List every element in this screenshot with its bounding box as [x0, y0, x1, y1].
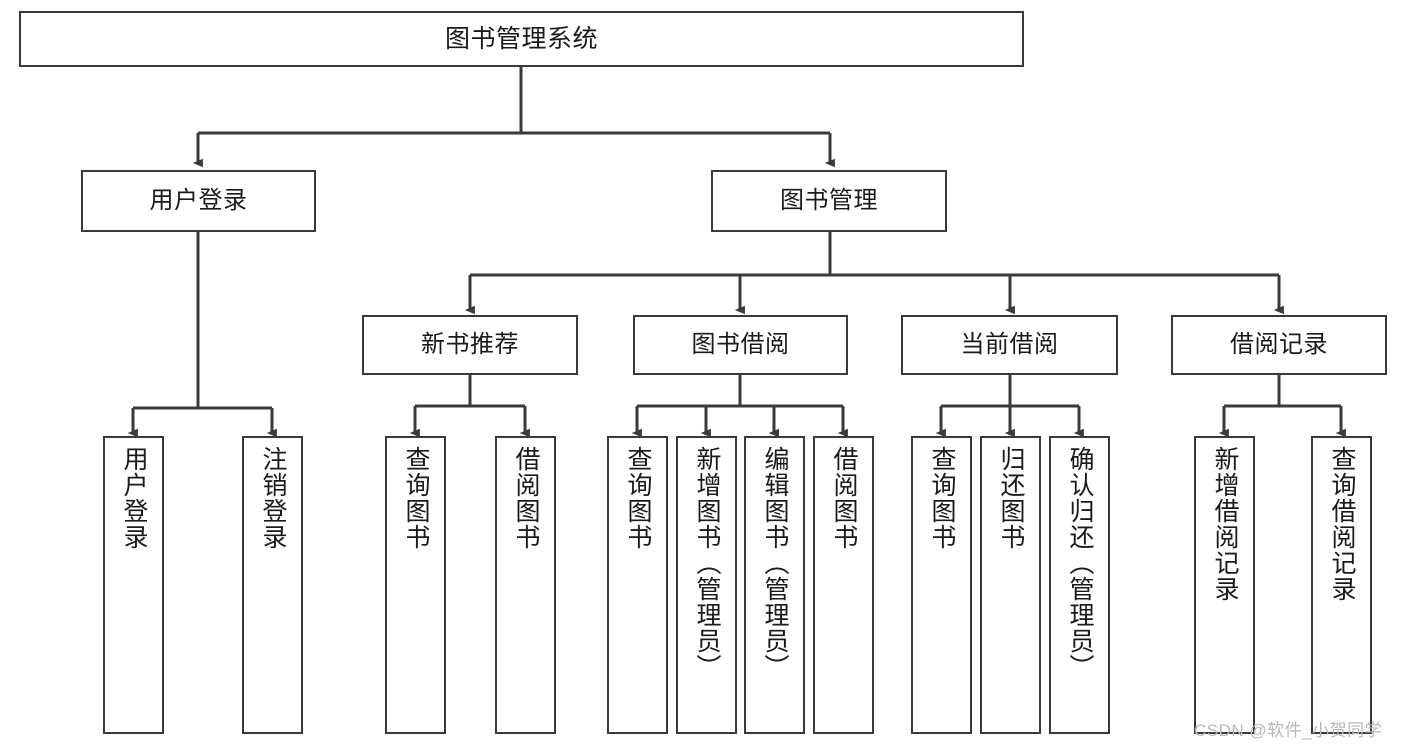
node-leaf-user-logout[interactable]: 注销登录	[242, 436, 303, 734]
node-current-borrow-label: 当前借阅	[960, 331, 1059, 358]
node-book-manage[interactable]: 图书管理	[711, 170, 947, 232]
node-leaf-borrow-book-1[interactable]: 借阅图书	[495, 436, 556, 734]
node-leaf-query-book-3-label: 查询图书	[928, 446, 956, 550]
node-leaf-edit-book[interactable]: 编辑图书（管理员）	[744, 436, 805, 734]
node-current-borrow[interactable]: 当前借阅	[901, 315, 1118, 375]
node-root[interactable]: 图书管理系统	[19, 11, 1024, 67]
node-leaf-query-book-1-label: 查询图书	[402, 446, 430, 550]
node-leaf-query-record[interactable]: 查询借阅记录	[1311, 436, 1372, 734]
node-leaf-return-book[interactable]: 归还图书	[980, 436, 1041, 734]
node-leaf-user-logout-label: 注销登录	[259, 446, 287, 550]
node-leaf-add-book-label: 新增图书（管理员）	[693, 446, 721, 680]
node-leaf-borrow-book-2[interactable]: 借阅图书	[813, 436, 874, 734]
node-user-login-label: 用户登录	[149, 187, 248, 214]
node-leaf-query-book-2-label: 查询图书	[624, 446, 652, 550]
node-leaf-query-book-2[interactable]: 查询图书	[607, 436, 668, 734]
node-leaf-confirm-return-label: 确认归还（管理员）	[1066, 446, 1094, 680]
node-book-borrow-label: 图书借阅	[691, 331, 790, 358]
node-new-book-rec[interactable]: 新书推荐	[362, 315, 578, 375]
node-leaf-return-book-label: 归还图书	[997, 446, 1025, 550]
node-borrow-record-label: 借阅记录	[1230, 331, 1328, 358]
node-leaf-edit-book-label: 编辑图书（管理员）	[761, 446, 789, 680]
csdn-watermark: CSDN @软件_小贺同学	[1194, 721, 1383, 740]
node-book-borrow[interactable]: 图书借阅	[633, 315, 848, 375]
node-leaf-confirm-return[interactable]: 确认归还（管理员）	[1049, 436, 1110, 734]
node-leaf-query-record-label: 查询借阅记录	[1328, 446, 1356, 602]
node-leaf-user-login[interactable]: 用户登录	[103, 436, 164, 734]
node-root-label: 图书管理系统	[444, 24, 598, 53]
node-leaf-add-book[interactable]: 新增图书（管理员）	[676, 436, 737, 734]
node-leaf-add-record[interactable]: 新增借阅记录	[1194, 436, 1255, 734]
node-leaf-add-record-label: 新增借阅记录	[1211, 446, 1239, 602]
node-leaf-borrow-book-2-label: 借阅图书	[830, 446, 858, 550]
node-leaf-query-book-3[interactable]: 查询图书	[911, 436, 972, 734]
node-leaf-borrow-book-1-label: 借阅图书	[512, 446, 540, 550]
node-leaf-user-login-label: 用户登录	[120, 446, 148, 550]
node-book-manage-label: 图书管理	[780, 187, 878, 214]
node-user-login[interactable]: 用户登录	[81, 170, 316, 232]
node-borrow-record[interactable]: 借阅记录	[1171, 315, 1387, 375]
node-new-book-rec-label: 新书推荐	[421, 331, 519, 358]
node-leaf-query-book-1[interactable]: 查询图书	[385, 436, 446, 734]
